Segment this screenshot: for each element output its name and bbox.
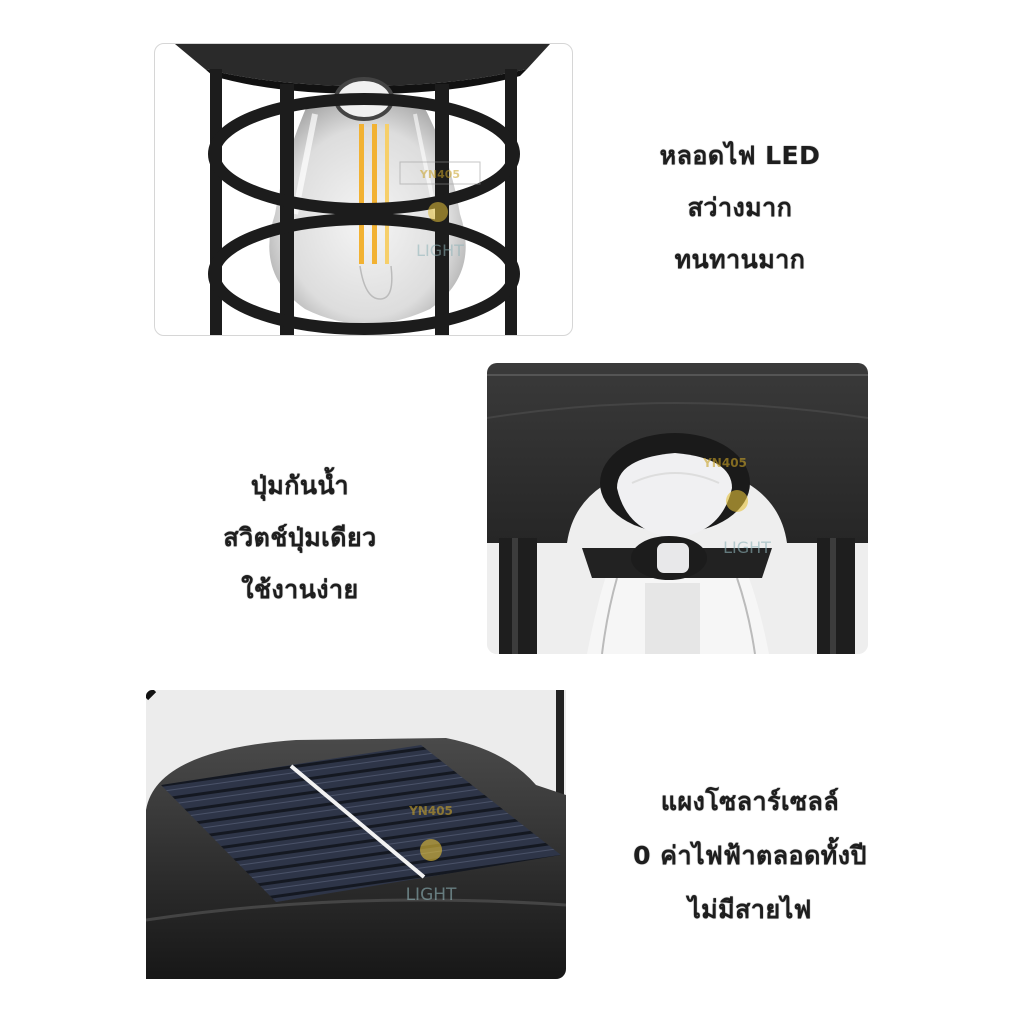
solar-panel-caption: แผงโซลาร์เซลล์ 0 ค่าไฟฟ้าตลอดทั้งปี ไม่ม…: [590, 775, 910, 937]
svg-text:YN405: YN405: [408, 804, 453, 818]
led-bulb-photo: YN405 LIGHT: [154, 43, 573, 336]
solar-panel-illustration: YN405 LIGHT: [146, 690, 566, 979]
caption-line: สว่างมาก: [687, 193, 793, 222]
caption-line: ทนทานมาก: [674, 245, 806, 274]
caption-line: ปุ่มกันน้ำ: [250, 471, 350, 500]
caption-line: 0 ค่าไฟฟ้าตลอดทั้งปี: [633, 841, 867, 870]
svg-text:LIGHT: LIGHT: [723, 538, 771, 557]
watermark: YN405 LIGHT: [406, 804, 457, 905]
lantern-sensor-illustration: YN405 LIGHT: [487, 363, 868, 654]
svg-text:YN405: YN405: [419, 168, 460, 181]
svg-text:LIGHT: LIGHT: [416, 241, 464, 260]
led-bulb-caption: หลอดไฟ LED สว่างมาก ทนทานมาก: [620, 130, 860, 286]
caption-line: สวิตช์ปุ่มเดียว: [223, 523, 377, 552]
watermark: YN405 LIGHT: [399, 161, 481, 260]
svg-text:LIGHT: LIGHT: [406, 885, 457, 905]
waterproof-button-photo: YN405 LIGHT: [487, 363, 868, 654]
waterproof-button-caption: ปุ่มกันน้ำ สวิตช์ปุ่มเดียว ใช้งานง่าย: [185, 460, 415, 616]
svg-text:YN405: YN405: [702, 456, 747, 470]
solar-panel-photo: YN405 LIGHT: [146, 690, 566, 979]
caption-line: ไม่มีสายไฟ: [688, 895, 812, 924]
watermark: YN405 LIGHT: [702, 456, 771, 557]
caption-line: หลอดไฟ LED: [659, 141, 821, 170]
caption-line: ใช้งานง่าย: [241, 575, 359, 604]
power-button: [657, 543, 689, 573]
filament: [359, 124, 364, 264]
lantern-bulb-illustration: YN405 LIGHT: [175, 44, 550, 335]
caption-line: แผงโซลาร์เซลล์: [660, 787, 840, 816]
